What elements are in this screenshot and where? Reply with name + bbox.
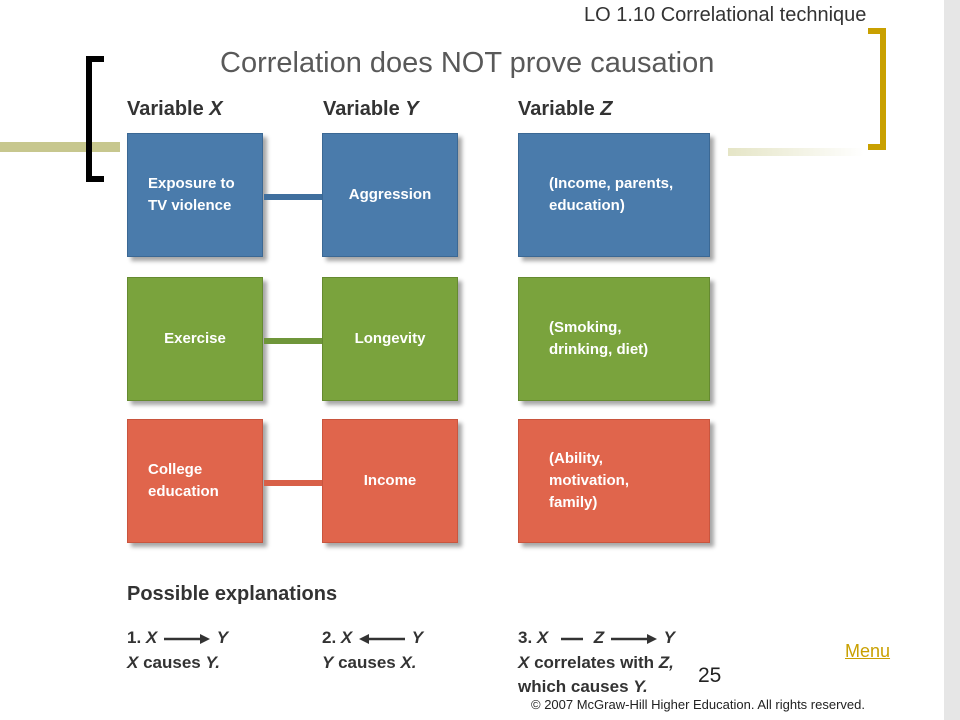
right-bracket-decoration (868, 28, 886, 150)
column-header-prefix: Variable (518, 98, 601, 120)
box-y-aggression: Aggression (322, 133, 458, 257)
copyright-notice: © 2007 McGraw-Hill Higher Education. All… (531, 697, 865, 712)
explanation-3-text-line3: which causes Y. (518, 675, 675, 700)
variable-label: Z, (658, 652, 674, 672)
box-z-ability-motivation: (Ability, motivation, family) (518, 419, 710, 543)
explanation-1-formula: 1. X Y (127, 626, 228, 651)
menu-link[interactable]: Menu (845, 641, 891, 661)
box-x-tv-violence: Exposure to TV violence (127, 133, 263, 257)
left-bracket-decoration (86, 56, 104, 182)
arrow-right-icon (164, 633, 210, 644)
explanation-text: which causes (518, 677, 634, 697)
page-number: 25 (698, 664, 722, 687)
column-header-variable: Z (600, 98, 613, 120)
column-header-prefix: Variable (323, 98, 406, 120)
variable-label: X (127, 652, 139, 672)
column-header-y: Variable Y (323, 98, 419, 121)
variable-label: Y. (633, 677, 648, 697)
variable-label: X (536, 628, 549, 647)
connector-line (264, 338, 322, 344)
explanation-3-formula: 3. X Z Y (518, 626, 675, 651)
explanation-1: 1. X Y X causes Y. (127, 626, 228, 675)
olive-accent-line (0, 142, 120, 152)
box-y-longevity: Longevity (322, 277, 458, 401)
explanation-3: 3. X Z Y X correlates with Z, which caus… (518, 626, 675, 700)
arrow-left-icon (359, 633, 405, 644)
variable-label: Y (216, 628, 229, 647)
column-header-variable: X (209, 98, 223, 120)
explanation-text: causes (138, 652, 206, 672)
variable-label: Y (411, 628, 424, 647)
variable-label: X. (400, 652, 417, 672)
variable-label: X (145, 628, 158, 647)
explanation-1-text: X causes Y. (127, 651, 228, 676)
connector-line (264, 194, 322, 200)
explanation-2-text: Y causes X. (322, 651, 423, 676)
lo-label: LO 1.10 Correlational technique (584, 4, 867, 26)
box-x-college-education: College education (127, 419, 263, 543)
variable-label: Y (663, 628, 675, 647)
explanation-number: 2. (322, 628, 337, 647)
box-x-exercise: Exercise (127, 277, 263, 401)
explanation-text: correlates with (529, 652, 659, 672)
correlation-line-icon (561, 637, 583, 640)
column-header-x: Variable X (127, 98, 223, 121)
slide-title: Correlation does NOT prove causation (220, 47, 715, 79)
connector-line (264, 480, 322, 486)
column-header-variable: Y (405, 98, 419, 120)
explanation-number: 1. (127, 628, 142, 647)
possible-explanations-title: Possible explanations (127, 583, 338, 605)
column-header-z: Variable Z (518, 98, 613, 121)
variable-label: X (340, 628, 353, 647)
variable-label: Z (593, 628, 605, 647)
column-header-prefix: Variable (127, 98, 210, 120)
explanation-2-formula: 2. X Y (322, 626, 423, 651)
box-y-income: Income (322, 419, 458, 543)
variable-label: X (518, 652, 530, 672)
variable-label: Y (322, 652, 334, 672)
arrow-right-icon (610, 633, 657, 644)
explanation-text: causes (333, 652, 401, 672)
right-edge-stripe (944, 0, 960, 720)
olive-accent-line-right (728, 148, 864, 156)
box-z-smoking-drinking: (Smoking, drinking, diet) (518, 277, 710, 401)
explanation-2: 2. X Y Y causes X. (322, 626, 423, 675)
variable-label: Y. (205, 652, 220, 672)
explanation-3-text: X correlates with Z, (518, 651, 675, 676)
explanation-number: 3. (518, 628, 533, 647)
box-z-income-parents: (Income, parents, education) (518, 133, 710, 257)
